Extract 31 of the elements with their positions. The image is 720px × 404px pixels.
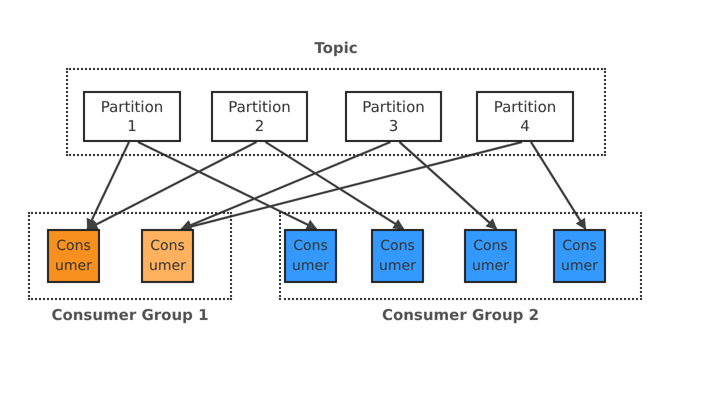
consumer-box (464, 229, 517, 283)
consumer-box (141, 229, 194, 283)
node-label: Cons umer (560, 237, 599, 276)
partition-box (476, 91, 574, 142)
group-label: Consumer Group 1 (50, 306, 210, 324)
node-label: Cons umer (471, 237, 510, 276)
node-label: Cons umer (148, 237, 187, 276)
partition-box (83, 91, 181, 142)
arrow (180, 140, 391, 230)
node-label: Cons umer (378, 237, 417, 276)
arrow (180, 140, 522, 232)
arrow (264, 141, 404, 230)
arrow (86, 142, 130, 230)
partition-box (345, 91, 442, 142)
partition-box (211, 91, 308, 142)
consumer-box (371, 229, 424, 283)
node-label: Partition 4 (492, 98, 558, 136)
arrow (398, 141, 498, 230)
node-label: Cons umer (291, 237, 330, 276)
arrow (86, 141, 257, 230)
node-label: Cons umer (54, 237, 93, 276)
consumer-box (284, 229, 337, 283)
arrow (530, 141, 586, 230)
arrow (138, 141, 318, 230)
node-label: Partition 1 (100, 98, 164, 136)
group-label: Topic (313, 39, 359, 57)
consumer-box (553, 229, 606, 283)
group-label: Consumer Group 2 (380, 306, 540, 324)
consumer-box (47, 229, 100, 283)
node-label: Partition 2 (227, 98, 292, 136)
node-label: Partition 3 (361, 98, 426, 136)
